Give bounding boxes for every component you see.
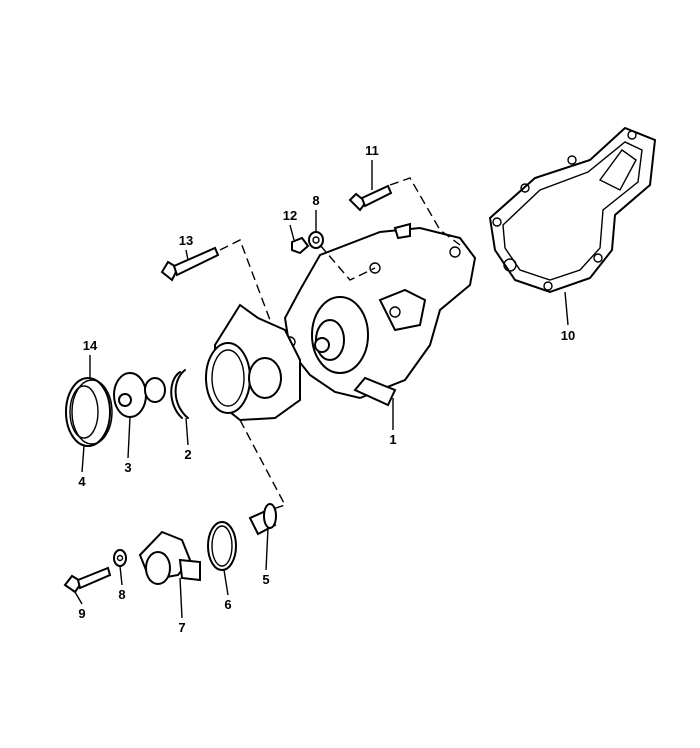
callout-1: 1 [389,432,396,447]
o-ring-part-6[interactable] [207,521,237,571]
callout-13: 13 [179,233,193,248]
callout-7: 7 [178,620,185,635]
cover-ring-part-14[interactable] [65,377,113,447]
gasket-part-10[interactable] [488,126,657,294]
callout-14: 14 [83,338,98,353]
callout-2: 2 [184,447,191,462]
thermostat-part-3[interactable] [113,372,166,418]
callout-4: 4 [78,474,86,489]
leader-lines [74,160,569,619]
callout-5: 5 [262,572,269,587]
nut-part-12[interactable] [291,236,310,255]
callout-8-upper: 8 [312,193,319,208]
water-pump-housing-part-1[interactable] [283,222,477,407]
callout-8-lower: 8 [118,587,125,602]
washer-part-8-lower[interactable] [113,549,127,567]
temperature-sensor-part-5[interactable] [248,503,277,536]
seal-ring-part-2[interactable] [170,369,189,419]
bolt-part-9[interactable] [63,566,112,594]
bolt-part-11[interactable] [348,184,393,212]
callout-3: 3 [124,460,131,475]
thermostat-cover-part-7[interactable] [138,530,201,585]
callout-11: 11 [365,143,379,158]
pump-inlet-neck [205,303,301,422]
callout-6: 6 [224,597,231,612]
alignment-lines [219,177,461,511]
bolt-part-13[interactable] [160,246,220,282]
callout-9: 9 [78,606,85,621]
callout-12: 12 [283,208,297,223]
callout-10: 10 [561,328,575,343]
